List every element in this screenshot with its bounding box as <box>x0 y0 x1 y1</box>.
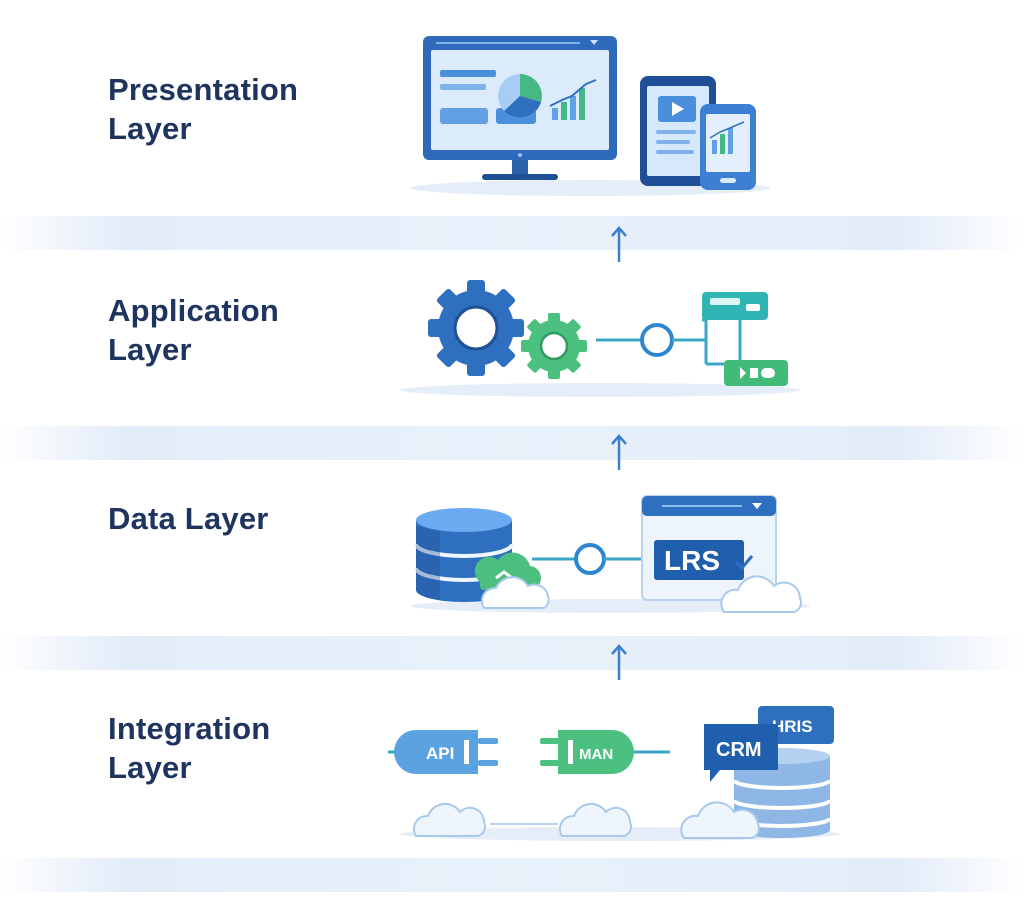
application-illustration <box>400 280 800 397</box>
hris-label: HRIS <box>772 717 813 736</box>
lrs-window-icon: LRS <box>641 495 777 601</box>
presentation-illustration <box>410 36 770 196</box>
cloud-icon <box>480 576 550 609</box>
application-layer-title: Application Layer <box>108 293 279 367</box>
presentation-layer-title: Presentation Layer <box>108 72 299 146</box>
lrs-label: LRS <box>664 545 720 576</box>
crm-label: CRM <box>716 739 762 761</box>
connector-label: MAN <box>579 746 613 763</box>
integration-layer-title: Integration Layer <box>108 711 271 785</box>
desktop-monitor-icon <box>423 36 617 180</box>
large-gear-icon <box>428 280 524 376</box>
small-gear-icon <box>521 313 587 379</box>
tablet-icon <box>640 76 716 186</box>
api-plug-icon: API <box>394 730 498 774</box>
api-label: API <box>426 744 454 763</box>
cloud-icon <box>680 801 761 839</box>
arrow-up-icon <box>611 434 627 470</box>
layer-separator-3 <box>0 636 1024 670</box>
integration-illustration: API MAN HRIS <box>388 706 840 841</box>
layer-separator-4 <box>0 858 1024 892</box>
crm-hris-database-icon: HRIS CRM <box>704 706 834 838</box>
connector-plug-icon: MAN <box>540 730 634 774</box>
layer-separator-2 <box>0 426 1024 460</box>
data-layer-title: Data Layer <box>108 501 269 536</box>
smartphone-icon <box>700 104 756 190</box>
data-illustration: LRS <box>410 495 810 613</box>
cloud-icon <box>412 802 487 837</box>
layer-separator-1 <box>0 216 1024 250</box>
arrow-up-icon <box>611 226 627 262</box>
cloud-icon <box>558 802 633 837</box>
cloud-icon <box>720 575 803 613</box>
arrow-up-icon <box>611 644 627 680</box>
workflow-icon <box>596 292 788 386</box>
